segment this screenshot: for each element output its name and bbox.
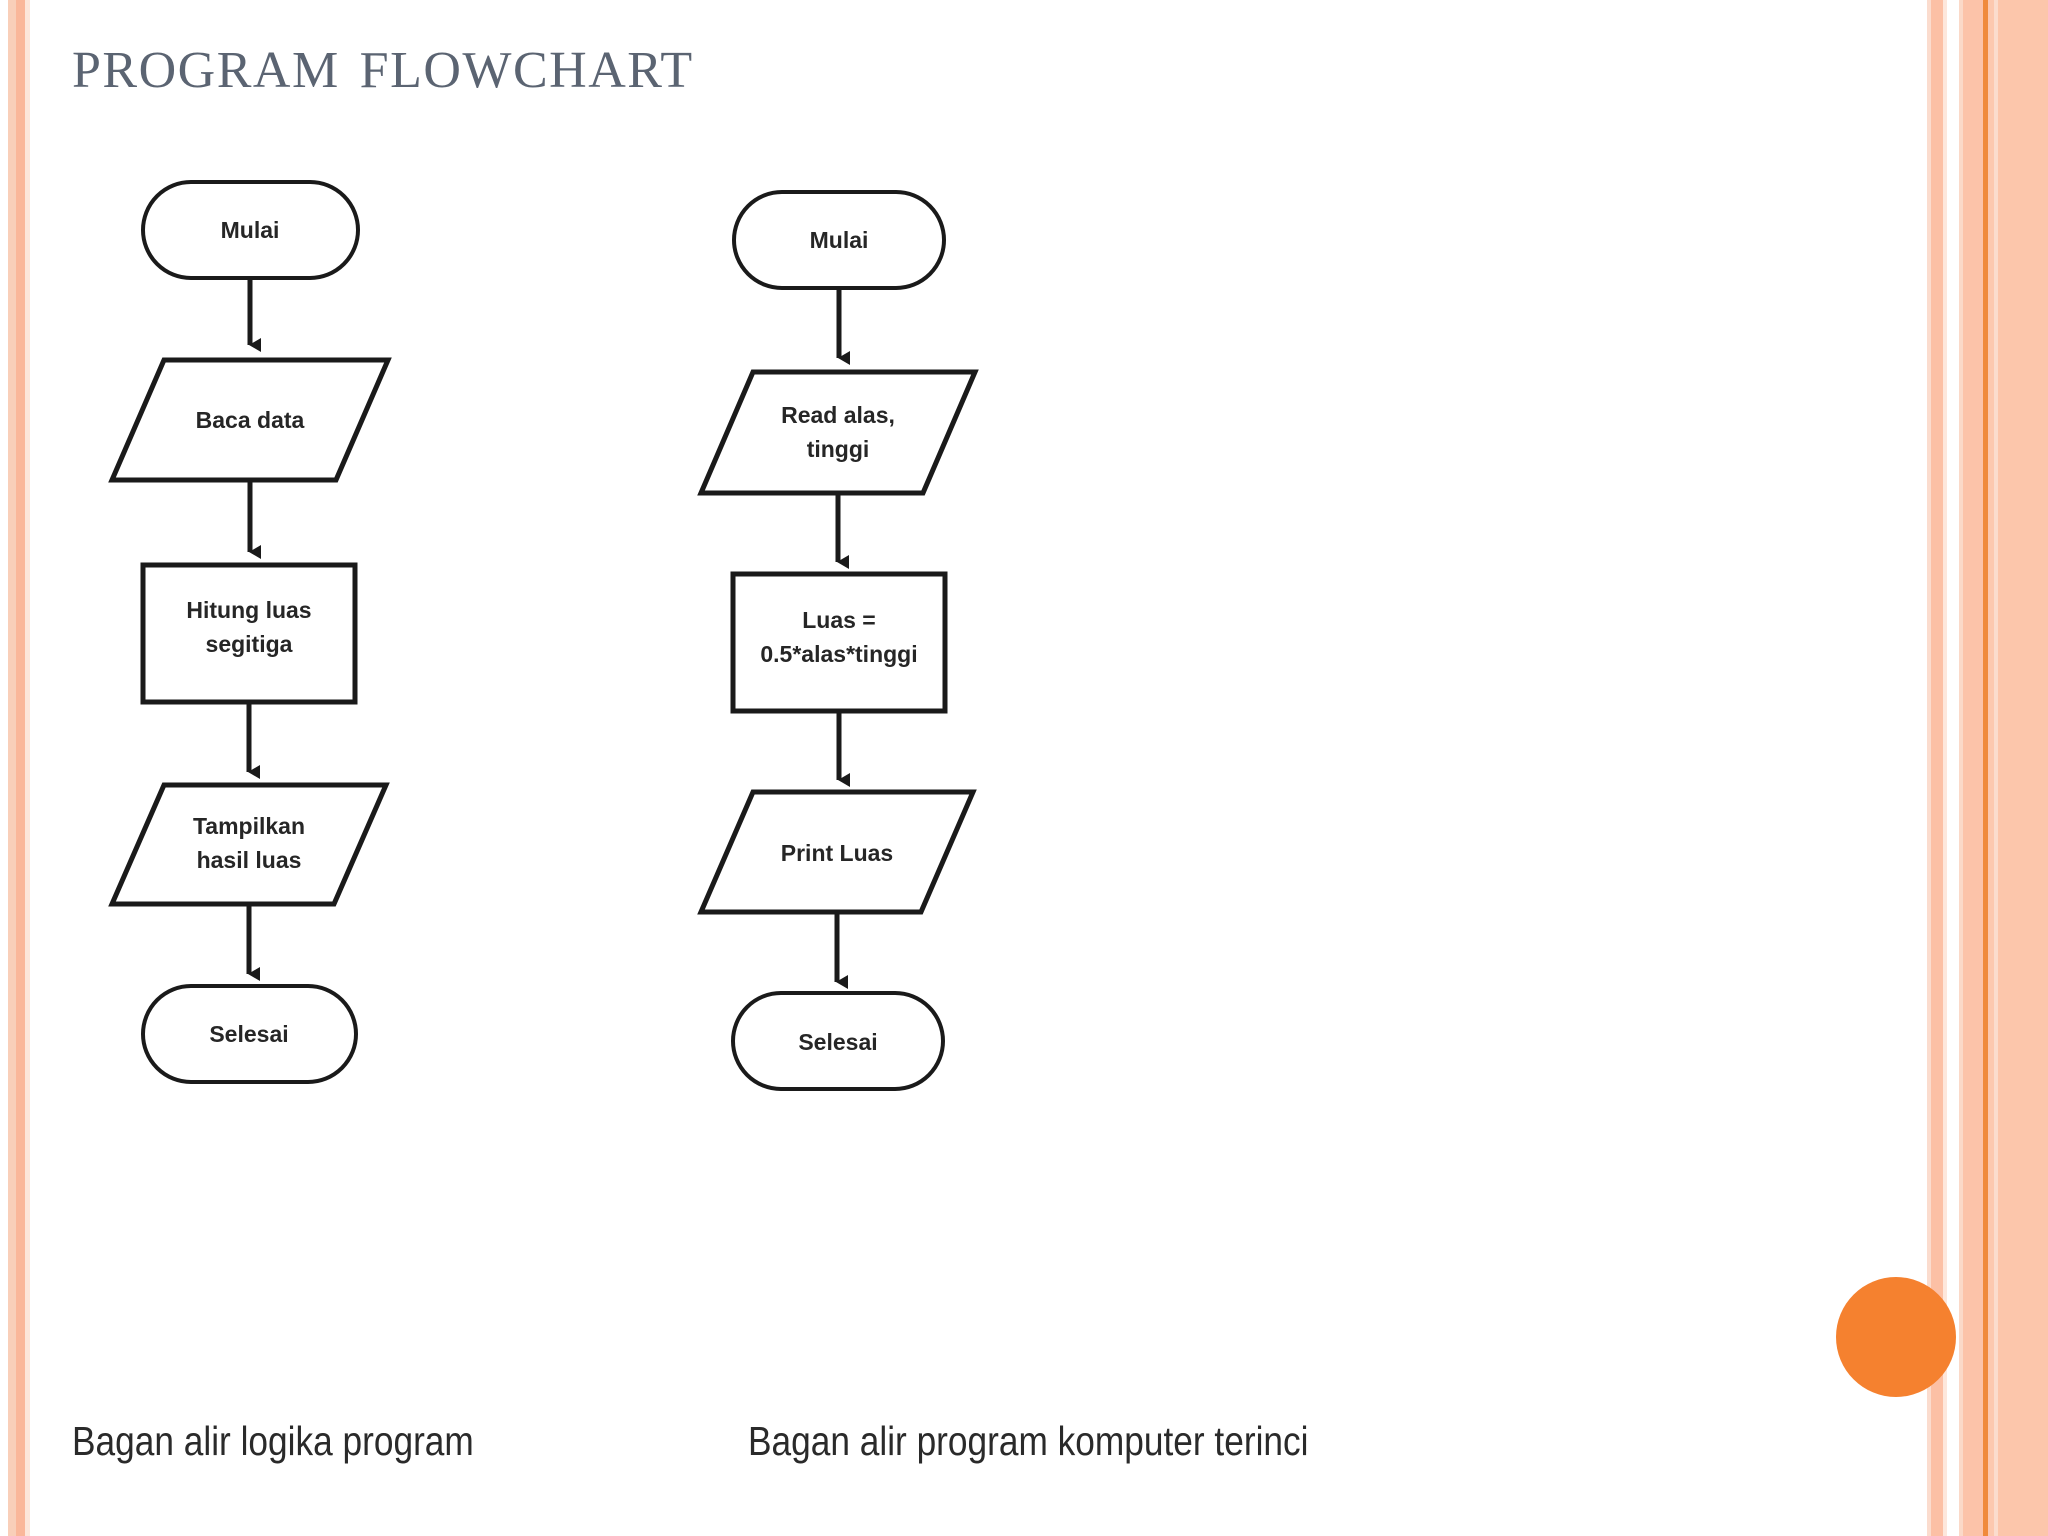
node-process-rectangle: Hitung luas segitiga: [140, 562, 358, 705]
right-edge-stripe-3: [1943, 0, 1947, 1536]
node-process-label-line2: 0.5*alas*tinggi: [760, 641, 917, 667]
node-input-parallelogram: Read alas, tinggi: [697, 369, 979, 496]
right-edge-stripe-7: [1988, 0, 1994, 1536]
node-end-terminator: Selesai: [141, 984, 358, 1084]
right-edge-stripe-1: [1927, 0, 1931, 1536]
node-output-parallelogram: Print Luas: [697, 789, 977, 915]
detailed-flowchart: Mulai Read alas, tinggi Luas = 0.5*alas*…: [690, 180, 1090, 1370]
right-edge-stripe-2: [1931, 0, 1943, 1536]
node-process-label-line1: Hitung luas: [186, 597, 311, 623]
logic-flowchart-caption: Bagan alir logika program: [72, 1418, 474, 1464]
left-edge-stripe-2: [16, 0, 25, 1536]
node-start-terminator: Mulai: [141, 180, 360, 280]
page-title: Program Flowchart: [72, 22, 694, 104]
node-process-label-line2: segitiga: [206, 631, 293, 657]
node-end-terminator: Selesai: [731, 991, 945, 1091]
node-start-terminator: Mulai: [732, 190, 946, 290]
node-input-parallelogram: Baca data: [108, 357, 392, 483]
node-output-label-line2: hasil luas: [197, 847, 302, 873]
left-edge-stripe-1: [8, 0, 16, 1536]
node-end-label: Selesai: [209, 1021, 288, 1047]
right-edge-stripe-5: [1963, 0, 1983, 1536]
node-start-label: Mulai: [810, 227, 869, 253]
node-input-label-line1: Read alas,: [781, 402, 895, 428]
node-input-label: Baca data: [196, 407, 305, 433]
node-output-label: Print Luas: [781, 840, 893, 866]
right-edge-stripe-6: [1983, 0, 1988, 1536]
logic-flowchart: Mulai Baca data Hitung luas segitiga Tam…: [108, 180, 508, 1370]
right-edge-stripe-4: [1959, 0, 1963, 1536]
node-end-label: Selesai: [798, 1029, 877, 1055]
node-start-label: Mulai: [221, 217, 280, 243]
node-process-rectangle: Luas = 0.5*alas*tinggi: [730, 571, 948, 714]
left-edge-stripe-3: [25, 0, 30, 1536]
node-output-parallelogram: Tampilkan hasil luas: [108, 782, 390, 907]
right-edge-stripe-9: [1998, 0, 2048, 1536]
right-edge-stripe-8: [1994, 0, 1998, 1536]
node-input-label-line2: tinggi: [807, 436, 870, 462]
detailed-flowchart-caption: Bagan alir program komputer terinci: [748, 1418, 1309, 1464]
node-output-label-line1: Tampilkan: [193, 813, 305, 839]
node-process-label-line1: Luas =: [802, 607, 876, 633]
accent-circle-decoration: [1836, 1277, 1956, 1397]
